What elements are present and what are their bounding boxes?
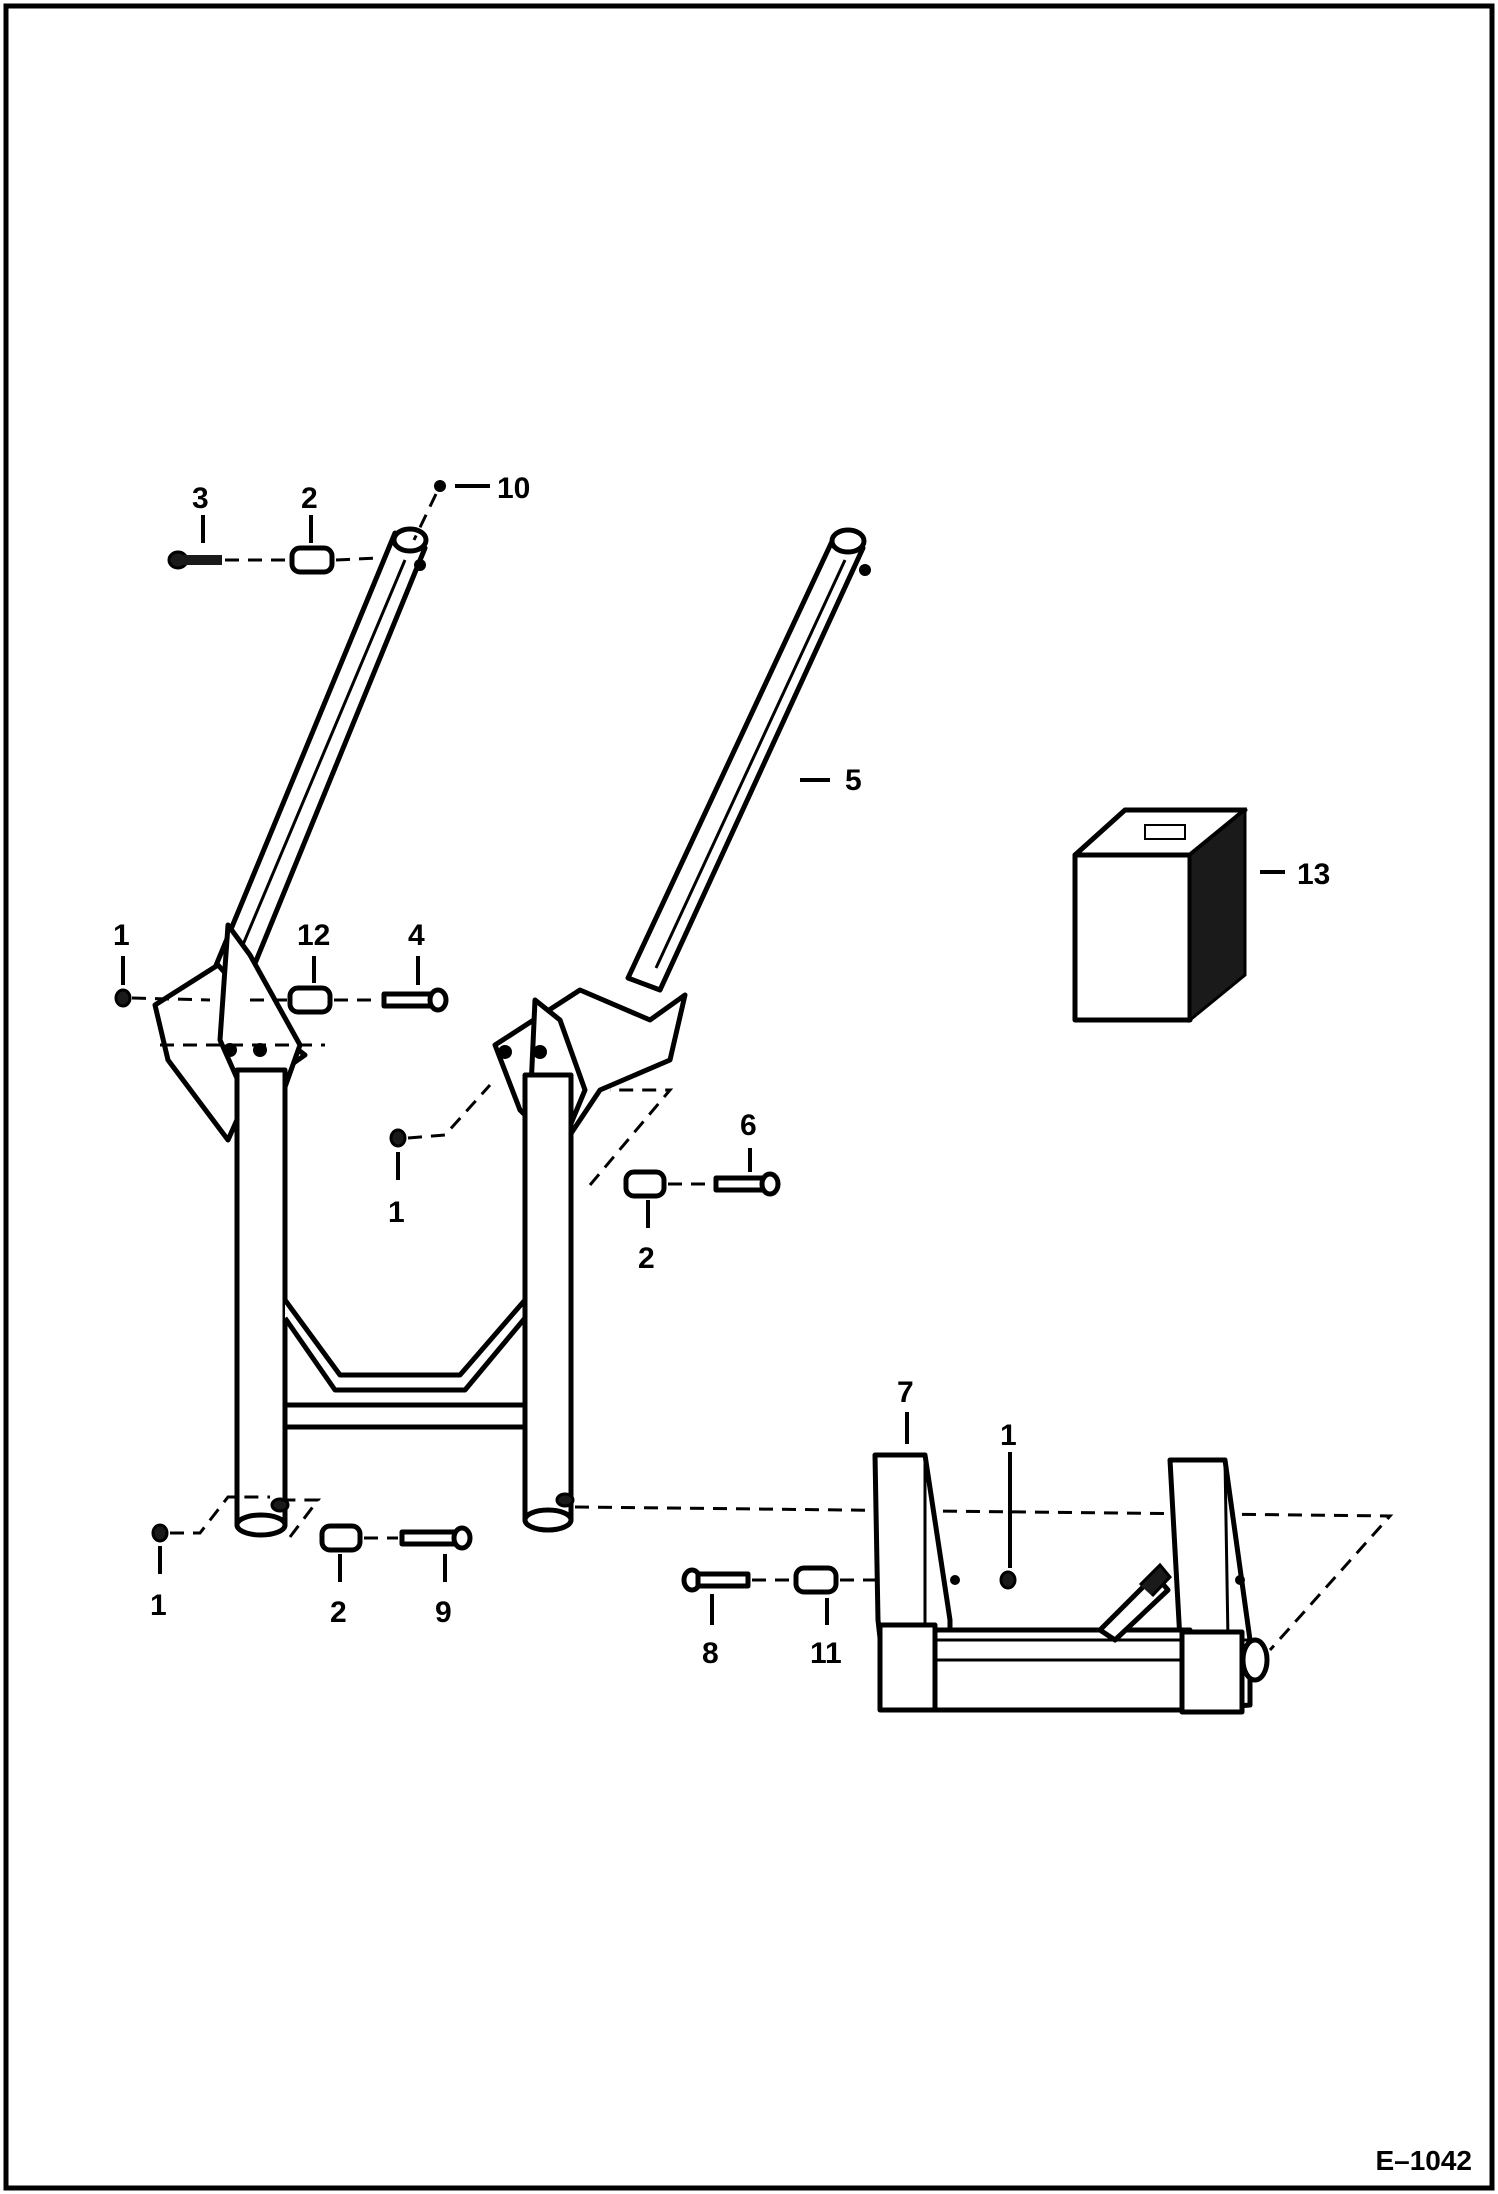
bushing-2-bottom	[319, 1523, 363, 1553]
callout-1-right: 1	[1000, 1419, 1017, 1452]
bushing-2-top	[289, 545, 335, 575]
page-border	[3, 3, 1495, 2191]
bushing-2-mid	[623, 1169, 667, 1199]
grease-fitting-10	[434, 480, 446, 492]
callout-6: 6	[740, 1109, 757, 1142]
nut-1-bottom	[151, 1523, 169, 1543]
right-upright	[522, 1072, 575, 1533]
callout-4: 4	[408, 919, 425, 952]
callout-8: 8	[702, 1637, 719, 1670]
bolt-6	[713, 1171, 781, 1197]
bushing-12	[287, 985, 333, 1015]
callout-9: 9	[435, 1596, 452, 1629]
figure-id: E–1042	[1375, 2145, 1472, 2176]
callout-1-mid: 1	[388, 1196, 405, 1229]
nut-1-left	[114, 988, 132, 1008]
callout-5: 5	[845, 764, 862, 797]
manual-box-13	[1072, 806, 1248, 1024]
left-upright	[234, 1067, 290, 1538]
bolt-9	[399, 1525, 473, 1551]
callout-2-bottom: 2	[330, 1596, 347, 1629]
callout-10: 10	[497, 472, 530, 505]
nut-1-right	[999, 1570, 1017, 1590]
callout-3: 3	[192, 482, 209, 515]
bolt-3	[167, 550, 222, 570]
callout-13: 13	[1297, 858, 1330, 891]
callout-2-top: 2	[301, 482, 318, 515]
nut-1-mid	[389, 1128, 407, 1148]
bolt-8	[681, 1567, 751, 1593]
bolt-4	[381, 987, 449, 1013]
callout-1-bottom: 1	[150, 1589, 167, 1622]
callout-12: 12	[297, 919, 330, 952]
crossmember	[282, 1297, 528, 1430]
callout-2-mid: 2	[638, 1242, 655, 1275]
callout-7: 7	[897, 1376, 914, 1409]
callout-1-left: 1	[113, 919, 130, 952]
right-lift-arm	[492, 527, 871, 1153]
left-lift-arm	[152, 526, 429, 1143]
callout-11: 11	[810, 1637, 842, 1670]
bushing-11	[793, 1565, 839, 1595]
mount-frame-7	[872, 1452, 1270, 1715]
